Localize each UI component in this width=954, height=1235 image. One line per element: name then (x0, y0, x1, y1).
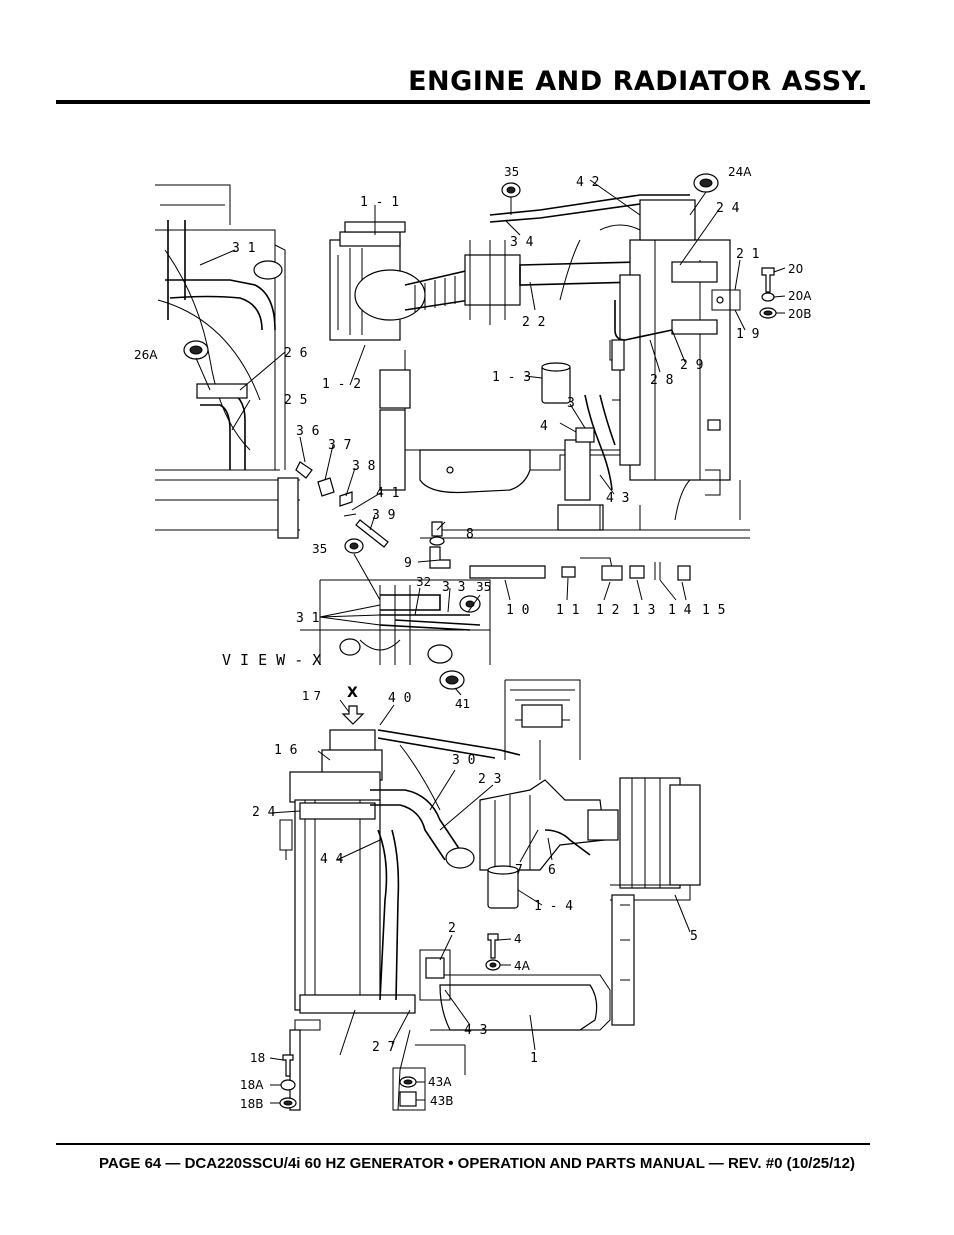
callout-22: 2 2 (522, 315, 545, 330)
upper-assembly-view (155, 173, 777, 665)
view-x-label: V I E W - X (222, 651, 321, 669)
callout-1: 1 (530, 1051, 538, 1066)
callout-23: 2 3 (478, 772, 501, 787)
callout-31-lower: 3 1 (296, 611, 319, 626)
page-title: ENGINE AND RADIATOR ASSY. (408, 66, 868, 97)
callout-20: 20 (788, 262, 803, 276)
callout-24-lower: 2 4 (252, 805, 276, 820)
callout-43A: 43A (428, 1075, 452, 1089)
callout-20B: 20B (788, 307, 812, 321)
callout-5: 5 (690, 929, 698, 944)
callout-15: 1 5 (702, 603, 725, 618)
callout-3: 3 (567, 396, 575, 411)
callout-35-clamp-top: 35 (504, 165, 519, 179)
callout-26: 2 6 (284, 346, 307, 361)
callout-1-3: 1 - 3 (492, 370, 531, 385)
callout-44: 4 4 (320, 852, 344, 867)
callout-14: 1 4 (668, 603, 692, 618)
callout-24-upper: 2 4 (716, 201, 740, 216)
callout-35-clamp-left: 35 (312, 542, 327, 556)
callout-41-lower: 41 (455, 697, 470, 711)
callout-31-upper: 3 1 (232, 241, 255, 256)
header-rule (56, 100, 870, 104)
callout-19: 1 9 (736, 327, 759, 342)
callout-36: 3 6 (296, 424, 319, 439)
callout-12: 1 2 (596, 603, 619, 618)
callout-43-upper: 4 3 (606, 491, 629, 506)
callout-30: 3 0 (452, 753, 475, 768)
callout-7: 7 (515, 863, 523, 878)
callout-4-upper: 4 (540, 419, 548, 434)
lower-assembly-view (279, 670, 701, 1111)
callout-9: 9 (404, 556, 412, 571)
callout-41-upper: 4 1 (376, 486, 399, 501)
footer-rule (56, 1143, 870, 1145)
callout-34: 3 4 (510, 235, 534, 250)
callout-13: 1 3 (632, 603, 655, 618)
callout-24A: 24A (728, 165, 752, 179)
callout-16: 1 6 (274, 743, 297, 758)
callout-40: 4 0 (388, 691, 411, 706)
callout-4-lower: 4 (514, 932, 522, 946)
callout-8: 8 (466, 527, 474, 542)
callout-27: 2 7 (372, 1040, 395, 1055)
callout-43-lower: 4 3 (464, 1023, 487, 1038)
callout-39: 3 9 (372, 508, 395, 523)
callout-20A: 20A (788, 289, 812, 303)
callout-37: 3 7 (328, 438, 351, 453)
callout-1-2: 1 - 2 (322, 377, 361, 392)
callout-29: 2 9 (680, 358, 703, 373)
callout-18: 18 (250, 1051, 265, 1065)
callout-6: 6 (548, 863, 556, 878)
leader-lines (195, 179, 786, 1104)
callout-labels: 35 24A 4 2 2 4 1 - 1 3 4 3 1 2 1 20 20A … (134, 165, 812, 1111)
callout-4A: 4A (514, 959, 531, 973)
view-arrow-label: X (347, 685, 358, 701)
callout-33: 3 3 (442, 580, 465, 595)
callout-2: 2 (448, 921, 456, 936)
callout-26A: 26A (134, 348, 158, 362)
callout-1-4: 1 - 4 (534, 899, 573, 914)
callout-28: 2 8 (650, 373, 673, 388)
callout-21: 2 1 (736, 247, 759, 262)
callout-43B: 43B (430, 1094, 454, 1108)
callout-25: 2 5 (284, 393, 307, 408)
callout-11: 1 1 (556, 603, 579, 618)
callout-18A: 18A (240, 1078, 264, 1092)
page-footer: PAGE 64 — DCA220SSCU/4i 60 HZ GENERATOR … (99, 1155, 855, 1172)
callout-38: 3 8 (352, 459, 375, 474)
callout-17: 1 7 (302, 689, 321, 703)
callout-10: 1 0 (506, 603, 529, 618)
callout-18B: 18B (240, 1097, 264, 1111)
callout-32: 32 (416, 575, 431, 589)
callout-1-1: 1 - 1 (360, 195, 399, 210)
callout-35-clamp-right: 35 (476, 580, 491, 594)
callout-42: 4 2 (576, 175, 599, 190)
